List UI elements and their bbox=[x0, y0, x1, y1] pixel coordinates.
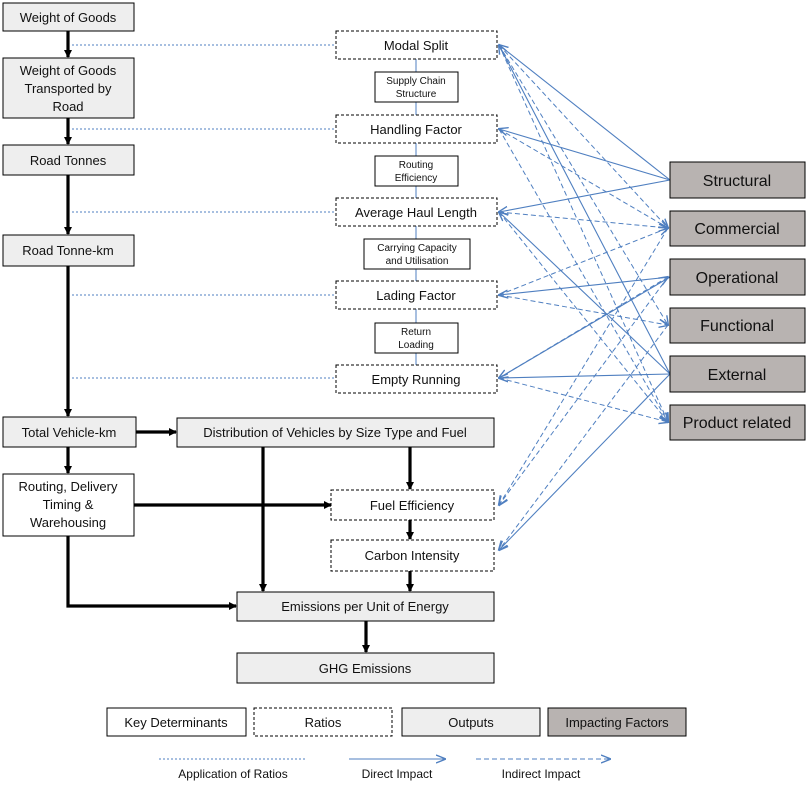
routing-efficiency-label-2: Efficiency bbox=[395, 173, 438, 184]
total-vehicle-km-box bbox=[2, 416, 137, 448]
operational-box bbox=[669, 258, 806, 296]
legend-key-determinants-label: Key Determinants bbox=[124, 715, 228, 730]
routing-label-2: Timing & bbox=[43, 497, 94, 512]
weight-of-goods-label: Weight of Goods bbox=[20, 10, 117, 25]
carrying-capacity-box bbox=[363, 238, 471, 270]
routing-box bbox=[2, 473, 135, 537]
average-haul-length-label: Average Haul Length bbox=[355, 205, 477, 220]
product-related-label: Product related bbox=[683, 415, 792, 432]
handling-factor-box bbox=[335, 114, 498, 144]
structural-box bbox=[669, 161, 806, 199]
weight-of-goods-box bbox=[2, 2, 135, 32]
legend: Key Determinants Ratios Outputs Impactin… bbox=[106, 707, 687, 781]
commercial-label: Commercial bbox=[694, 221, 779, 238]
legend-outputs-box bbox=[401, 707, 541, 737]
fuel-efficiency-label: Fuel Efficiency bbox=[370, 498, 455, 513]
modal-split-label: Modal Split bbox=[384, 38, 449, 53]
weight-by-road-label-3: Road bbox=[52, 99, 83, 114]
legend-key-determinants-box bbox=[106, 707, 247, 737]
supply-chain-label-2: Structure bbox=[396, 89, 437, 100]
routing-efficiency-label-1: Routing bbox=[399, 160, 433, 171]
weight-by-road-label-1: Weight of Goods bbox=[20, 63, 117, 78]
emissions-per-unit-box bbox=[236, 591, 495, 622]
distribution-box bbox=[176, 417, 495, 448]
total-vehicle-km-label: Total Vehicle-km bbox=[22, 425, 117, 440]
legend-impacting-factors-label: Impacting Factors bbox=[565, 715, 669, 730]
ghg-emissions-label: GHG Emissions bbox=[319, 661, 412, 676]
return-loading-label-1: Return bbox=[401, 327, 431, 338]
operational-label: Operational bbox=[696, 270, 779, 287]
functional-box bbox=[669, 307, 806, 344]
external-label: External bbox=[708, 367, 767, 384]
modal-split-box bbox=[335, 30, 498, 60]
average-haul-length-box bbox=[335, 197, 498, 227]
weight-by-road-label-2: Transported by bbox=[25, 81, 112, 96]
road-tonnes-label: Road Tonnes bbox=[30, 153, 107, 168]
legend-application-label: Application of Ratios bbox=[178, 767, 287, 781]
empty-running-box bbox=[335, 364, 498, 394]
direct-impact-arrows bbox=[499, 45, 671, 550]
return-loading-box bbox=[374, 322, 459, 354]
carrying-capacity-label-2: and Utilisation bbox=[386, 256, 449, 267]
weight-by-road-box bbox=[2, 57, 135, 119]
ratio-boxes bbox=[330, 30, 498, 572]
structural-label: Structural bbox=[703, 173, 771, 190]
legend-impacting-factors-box bbox=[547, 707, 687, 737]
carbon-intensity-box bbox=[330, 539, 495, 572]
commercial-box bbox=[669, 210, 806, 247]
carrying-capacity-label-1: Carrying Capacity bbox=[377, 243, 456, 254]
legend-ratios-box bbox=[253, 707, 393, 737]
distribution-label: Distribution of Vehicles by Size Type an… bbox=[203, 425, 467, 440]
routing-label-1: Routing, Delivery bbox=[19, 479, 118, 494]
external-box bbox=[669, 355, 806, 393]
emissions-per-unit-label: Emissions per Unit of Energy bbox=[281, 599, 449, 614]
legend-ratios-label: Ratios bbox=[305, 715, 342, 730]
handling-factor-label: Handling Factor bbox=[370, 122, 462, 137]
factor-boxes bbox=[669, 161, 806, 441]
road-tonne-km-label: Road Tonne-km bbox=[22, 243, 114, 258]
supply-chain-label-1: Supply Chain bbox=[386, 76, 445, 87]
lading-factor-box bbox=[335, 280, 498, 310]
routing-label-3: Warehousing bbox=[30, 515, 106, 530]
legend-direct-label: Direct Impact bbox=[362, 767, 433, 781]
ghg-emissions-box bbox=[236, 652, 495, 684]
product-related-box bbox=[669, 404, 806, 441]
return-loading-label-2: Loading bbox=[398, 340, 434, 351]
determinant-boxes bbox=[363, 71, 471, 354]
lading-factor-label: Lading Factor bbox=[376, 288, 456, 303]
routing-efficiency-box bbox=[374, 155, 459, 187]
fuel-efficiency-box bbox=[330, 489, 495, 521]
carbon-intensity-label: Carbon Intensity bbox=[365, 548, 460, 563]
application-of-ratios-lines bbox=[72, 44, 336, 379]
functional-label: Functional bbox=[700, 318, 774, 335]
empty-running-label: Empty Running bbox=[372, 372, 461, 387]
road-tonnes-box bbox=[2, 144, 135, 176]
road-tonne-km-box bbox=[2, 234, 135, 267]
legend-outputs-label: Outputs bbox=[448, 715, 494, 730]
legend-indirect-label: Indirect Impact bbox=[502, 767, 581, 781]
indirect-impact-arrows bbox=[499, 44, 668, 550]
flow-arrows bbox=[64, 31, 414, 653]
supply-chain-box bbox=[374, 71, 459, 103]
